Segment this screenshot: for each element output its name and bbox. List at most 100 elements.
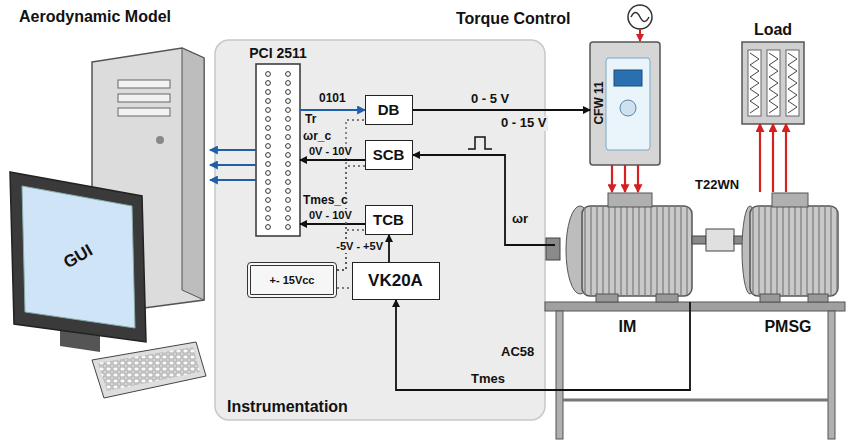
inverter-drawing xyxy=(590,42,660,165)
process-box: VK20A xyxy=(352,262,440,300)
ac-source xyxy=(639,29,641,41)
generator-drawing xyxy=(772,193,808,207)
pci-card xyxy=(286,108,291,113)
generator-drawing xyxy=(750,206,838,296)
pci-card xyxy=(286,189,291,194)
pci-card xyxy=(286,225,291,230)
voltage-range: 0V - 10V xyxy=(308,145,353,158)
computer-drawing xyxy=(10,48,206,398)
box-label: SCB xyxy=(373,146,405,163)
computer: GUI xyxy=(5,40,210,415)
induction-motor-drawing xyxy=(546,193,706,302)
ac-source xyxy=(628,5,652,41)
load-bank xyxy=(742,42,804,124)
pci-card xyxy=(286,72,291,77)
load-bank xyxy=(788,53,797,113)
signal-connector xyxy=(300,109,365,111)
instrumentation-panel xyxy=(215,40,545,420)
pci-card xyxy=(266,126,271,131)
signal-connector xyxy=(624,165,626,192)
load-bank xyxy=(769,53,778,113)
pci-card xyxy=(266,99,271,104)
signal-connector xyxy=(413,109,590,111)
signal-connector xyxy=(396,300,690,390)
signal-connector xyxy=(300,159,365,161)
load-bank xyxy=(786,50,799,116)
signal-connector xyxy=(210,164,256,166)
pci-card xyxy=(286,162,291,167)
load-bank xyxy=(750,53,759,113)
process-box: SCB xyxy=(365,140,413,170)
computer-drawing xyxy=(118,80,170,88)
signal-label: Tmes xyxy=(470,372,506,387)
load-bank: Load xyxy=(742,42,804,124)
pci-card xyxy=(286,90,291,95)
generator: PMSG xyxy=(736,192,840,302)
signal-connector xyxy=(210,179,256,181)
pci-card xyxy=(286,207,291,212)
signal-connector xyxy=(759,124,761,192)
load-bank xyxy=(742,42,804,124)
pci-card xyxy=(266,198,271,203)
pci-card xyxy=(266,117,271,122)
pci-card xyxy=(266,162,271,167)
signal-connector xyxy=(300,160,365,161)
pulse-symbol xyxy=(468,137,492,149)
computer-drawing xyxy=(10,172,146,342)
signal-connector xyxy=(389,235,390,262)
ac-source xyxy=(628,5,652,29)
pci-card xyxy=(266,153,271,158)
pci-card xyxy=(286,144,291,149)
daq-card: PCI 2511 xyxy=(256,64,300,236)
power-supply: +- 15Vcc xyxy=(247,262,337,298)
pci-card xyxy=(266,81,271,86)
pci-card xyxy=(266,207,271,212)
induction-motor-drawing xyxy=(692,236,706,244)
pci-card xyxy=(266,135,271,140)
test-bench xyxy=(545,302,845,311)
pci-card xyxy=(286,198,291,203)
pci-card xyxy=(286,135,291,140)
signal-label: -5V - +5V xyxy=(335,240,384,253)
voltage-range: 0V - 10V xyxy=(308,209,353,222)
signal-connector xyxy=(413,155,555,245)
signal-connector xyxy=(772,124,774,192)
generator-drawing xyxy=(760,294,780,302)
part-name: CFW 11 xyxy=(593,81,607,124)
signal-connector xyxy=(300,224,365,225)
pci-card xyxy=(266,144,271,149)
signal-connector xyxy=(785,124,787,192)
part-name: Load xyxy=(754,21,792,39)
box-label: +- 15Vcc xyxy=(270,274,315,287)
pci-card xyxy=(286,126,291,131)
pulse-symbol xyxy=(468,137,492,149)
signal-connector xyxy=(388,235,390,262)
computer-drawing xyxy=(92,342,206,398)
process-box: DB xyxy=(365,95,413,125)
generator-drawing xyxy=(808,294,828,302)
box-label: TCB xyxy=(373,211,404,228)
test-bench xyxy=(556,311,563,439)
signal-label: 0101 xyxy=(318,92,347,106)
signal-connector xyxy=(300,223,365,225)
pci-card xyxy=(266,171,271,176)
computer-drawing xyxy=(156,136,164,144)
signal-connector xyxy=(413,155,555,245)
pci-card xyxy=(266,225,271,230)
signal-label: 0 - 5 V xyxy=(470,92,510,107)
signal-connector xyxy=(210,150,256,151)
inverter-drawing xyxy=(614,70,642,86)
signal-label: Tmes_c xyxy=(302,194,349,208)
induction-motor-drawing xyxy=(608,193,652,207)
induction-motor: IM xyxy=(555,192,700,302)
figure-heading: Torque Control xyxy=(455,10,571,28)
signal-connector xyxy=(760,124,786,192)
part-name: IM xyxy=(619,318,637,336)
pci-card xyxy=(286,117,291,122)
pci-card xyxy=(286,180,291,185)
induction-motor-drawing xyxy=(596,294,618,302)
part-name: GUI xyxy=(60,241,96,273)
generator-drawing xyxy=(750,206,838,296)
pci-card xyxy=(266,180,271,185)
